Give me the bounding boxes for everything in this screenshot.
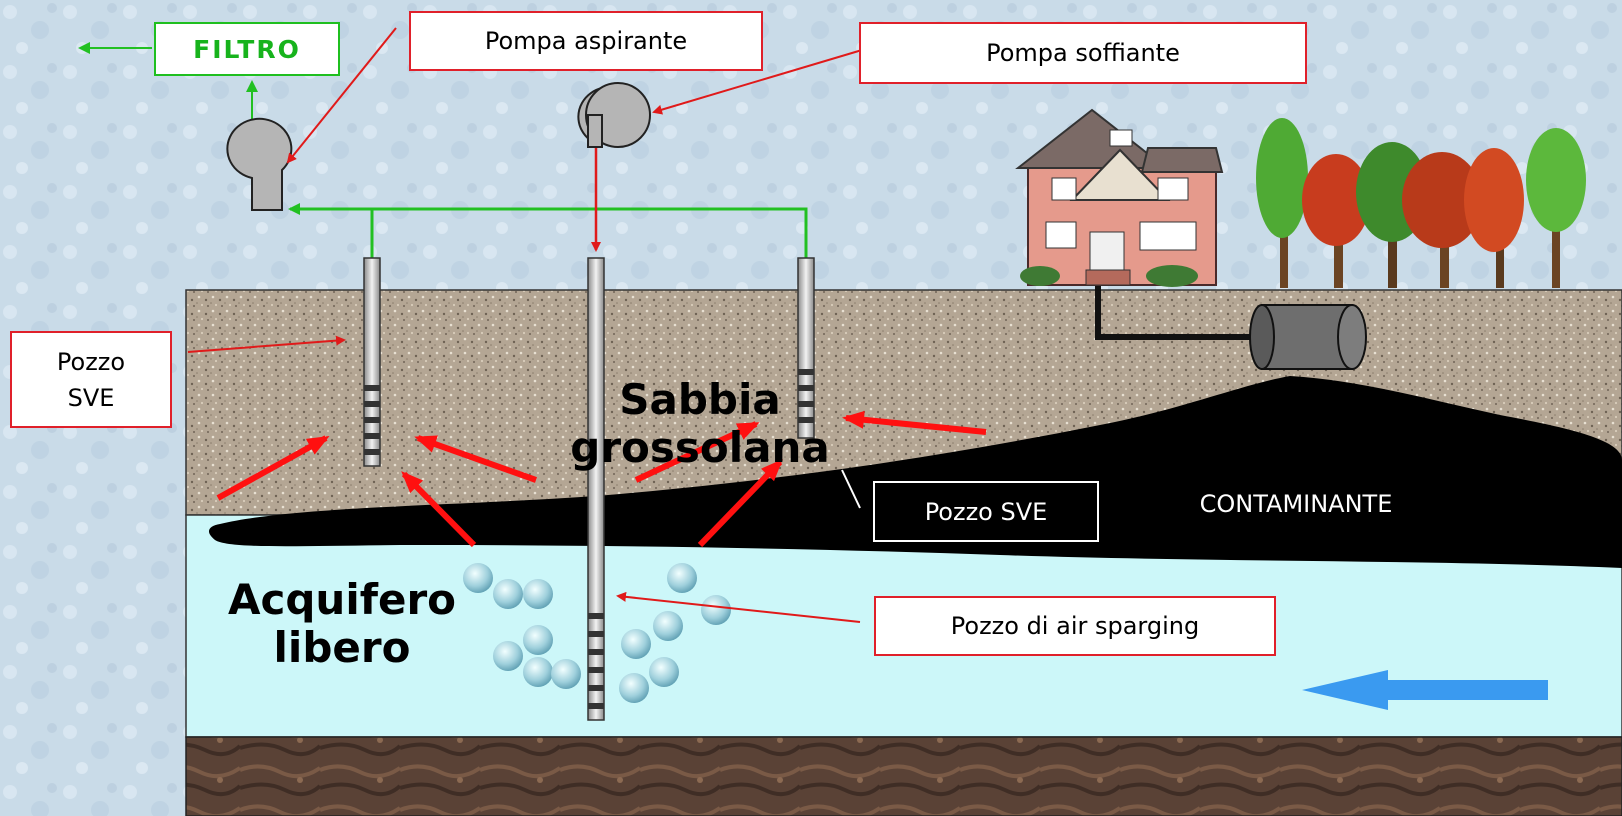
tree-icon [1256, 118, 1586, 288]
leader-pozzo-air-sparging [616, 591, 861, 623]
filtro-label: FILTRO [154, 22, 340, 76]
pompa-soffiante-label: Pompa soffiante [859, 22, 1307, 84]
sve-well-right [797, 257, 815, 439]
leader-pozzo-sve-left [187, 335, 346, 353]
sve-well-left [363, 257, 381, 467]
flow-arrow-icon [1302, 670, 1548, 710]
bubble-icon [463, 563, 731, 703]
pozzo-air-sparging-label: Pozzo di air sparging [874, 596, 1276, 656]
sparging-well [587, 257, 605, 721]
sabbia-grossolana-label: Sabbia grossolana [570, 375, 830, 472]
leader-pompa-aspirante [286, 27, 397, 164]
house-icon [1015, 108, 1224, 287]
pump-icon [577, 82, 651, 148]
bedrock-layer [185, 736, 1622, 816]
extraction-manifold [370, 207, 808, 260]
acquifero-libero-label: Acquifero libero [227, 575, 457, 672]
vapor-flow-arrows [216, 410, 987, 548]
pozzo-sve-right-label: Pozzo SVE [873, 481, 1099, 542]
leader-pompa-soffiante [652, 49, 863, 115]
tank-icon [1249, 304, 1367, 370]
pompa-aspirante-label: Pompa aspirante [409, 11, 763, 71]
contaminante-label: CONTAMINANTE [1199, 490, 1393, 518]
contaminant-plume [208, 376, 1622, 568]
leader-pozzo-sve-right [841, 469, 861, 509]
tank-pipe [1095, 285, 1262, 340]
pozzo-sve-left-label: Pozzo SVE [10, 331, 172, 428]
